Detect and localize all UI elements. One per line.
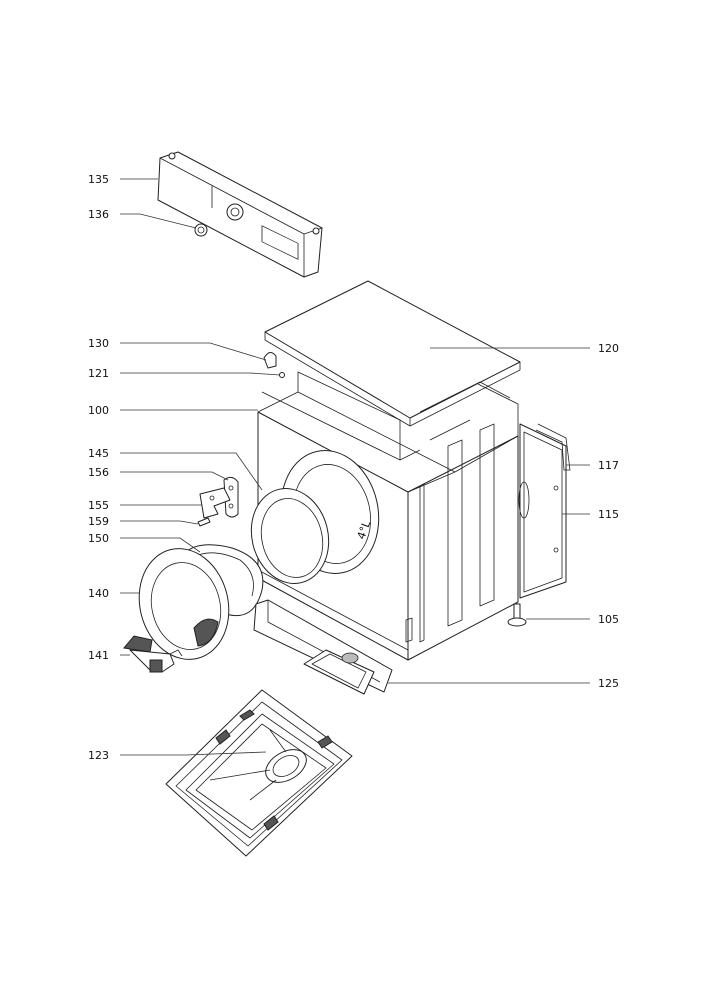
part-door-handle xyxy=(123,635,183,673)
callout-121: 121 xyxy=(88,367,109,380)
part-door-hinge xyxy=(223,476,239,518)
callout-136: 136 xyxy=(88,208,109,221)
part-back-panel xyxy=(518,423,567,599)
callout-156: 156 xyxy=(88,466,109,479)
callout-155: 155 xyxy=(88,499,109,512)
callout-labels: 135 136 130 121 100 145 156 155 159 150 … xyxy=(88,173,619,762)
part-screw xyxy=(279,372,285,378)
part-foot xyxy=(507,603,527,627)
callout-141: 141 xyxy=(88,649,109,662)
part-inner-door xyxy=(250,488,330,584)
callout-150: 150 xyxy=(88,532,109,545)
callout-117: 117 xyxy=(598,459,619,472)
callout-123: 123 xyxy=(88,749,109,762)
part-clip xyxy=(263,352,277,369)
svg-text:4°L: 4°L xyxy=(355,518,374,541)
callout-120: 120 xyxy=(598,342,619,355)
callout-145: 145 xyxy=(88,447,109,460)
callout-100: 100 xyxy=(88,404,109,417)
part-kickplate xyxy=(253,599,393,695)
leader-lines xyxy=(120,178,590,756)
callout-140: 140 xyxy=(88,587,109,600)
part-screw-small xyxy=(197,517,211,527)
callout-105: 105 xyxy=(598,613,619,626)
part-outer-door xyxy=(138,548,230,660)
callout-115: 115 xyxy=(598,508,619,521)
callout-125: 125 xyxy=(598,677,619,690)
part-knob xyxy=(194,223,208,237)
callout-135: 135 xyxy=(88,173,109,186)
part-control-panel xyxy=(157,151,323,278)
part-top-cover xyxy=(264,280,521,427)
callout-159: 159 xyxy=(88,515,109,528)
part-base-frame xyxy=(165,689,353,857)
part-panel-seal xyxy=(535,423,571,471)
part-hinge-bracket xyxy=(199,487,231,519)
callout-130: 130 xyxy=(88,337,109,350)
